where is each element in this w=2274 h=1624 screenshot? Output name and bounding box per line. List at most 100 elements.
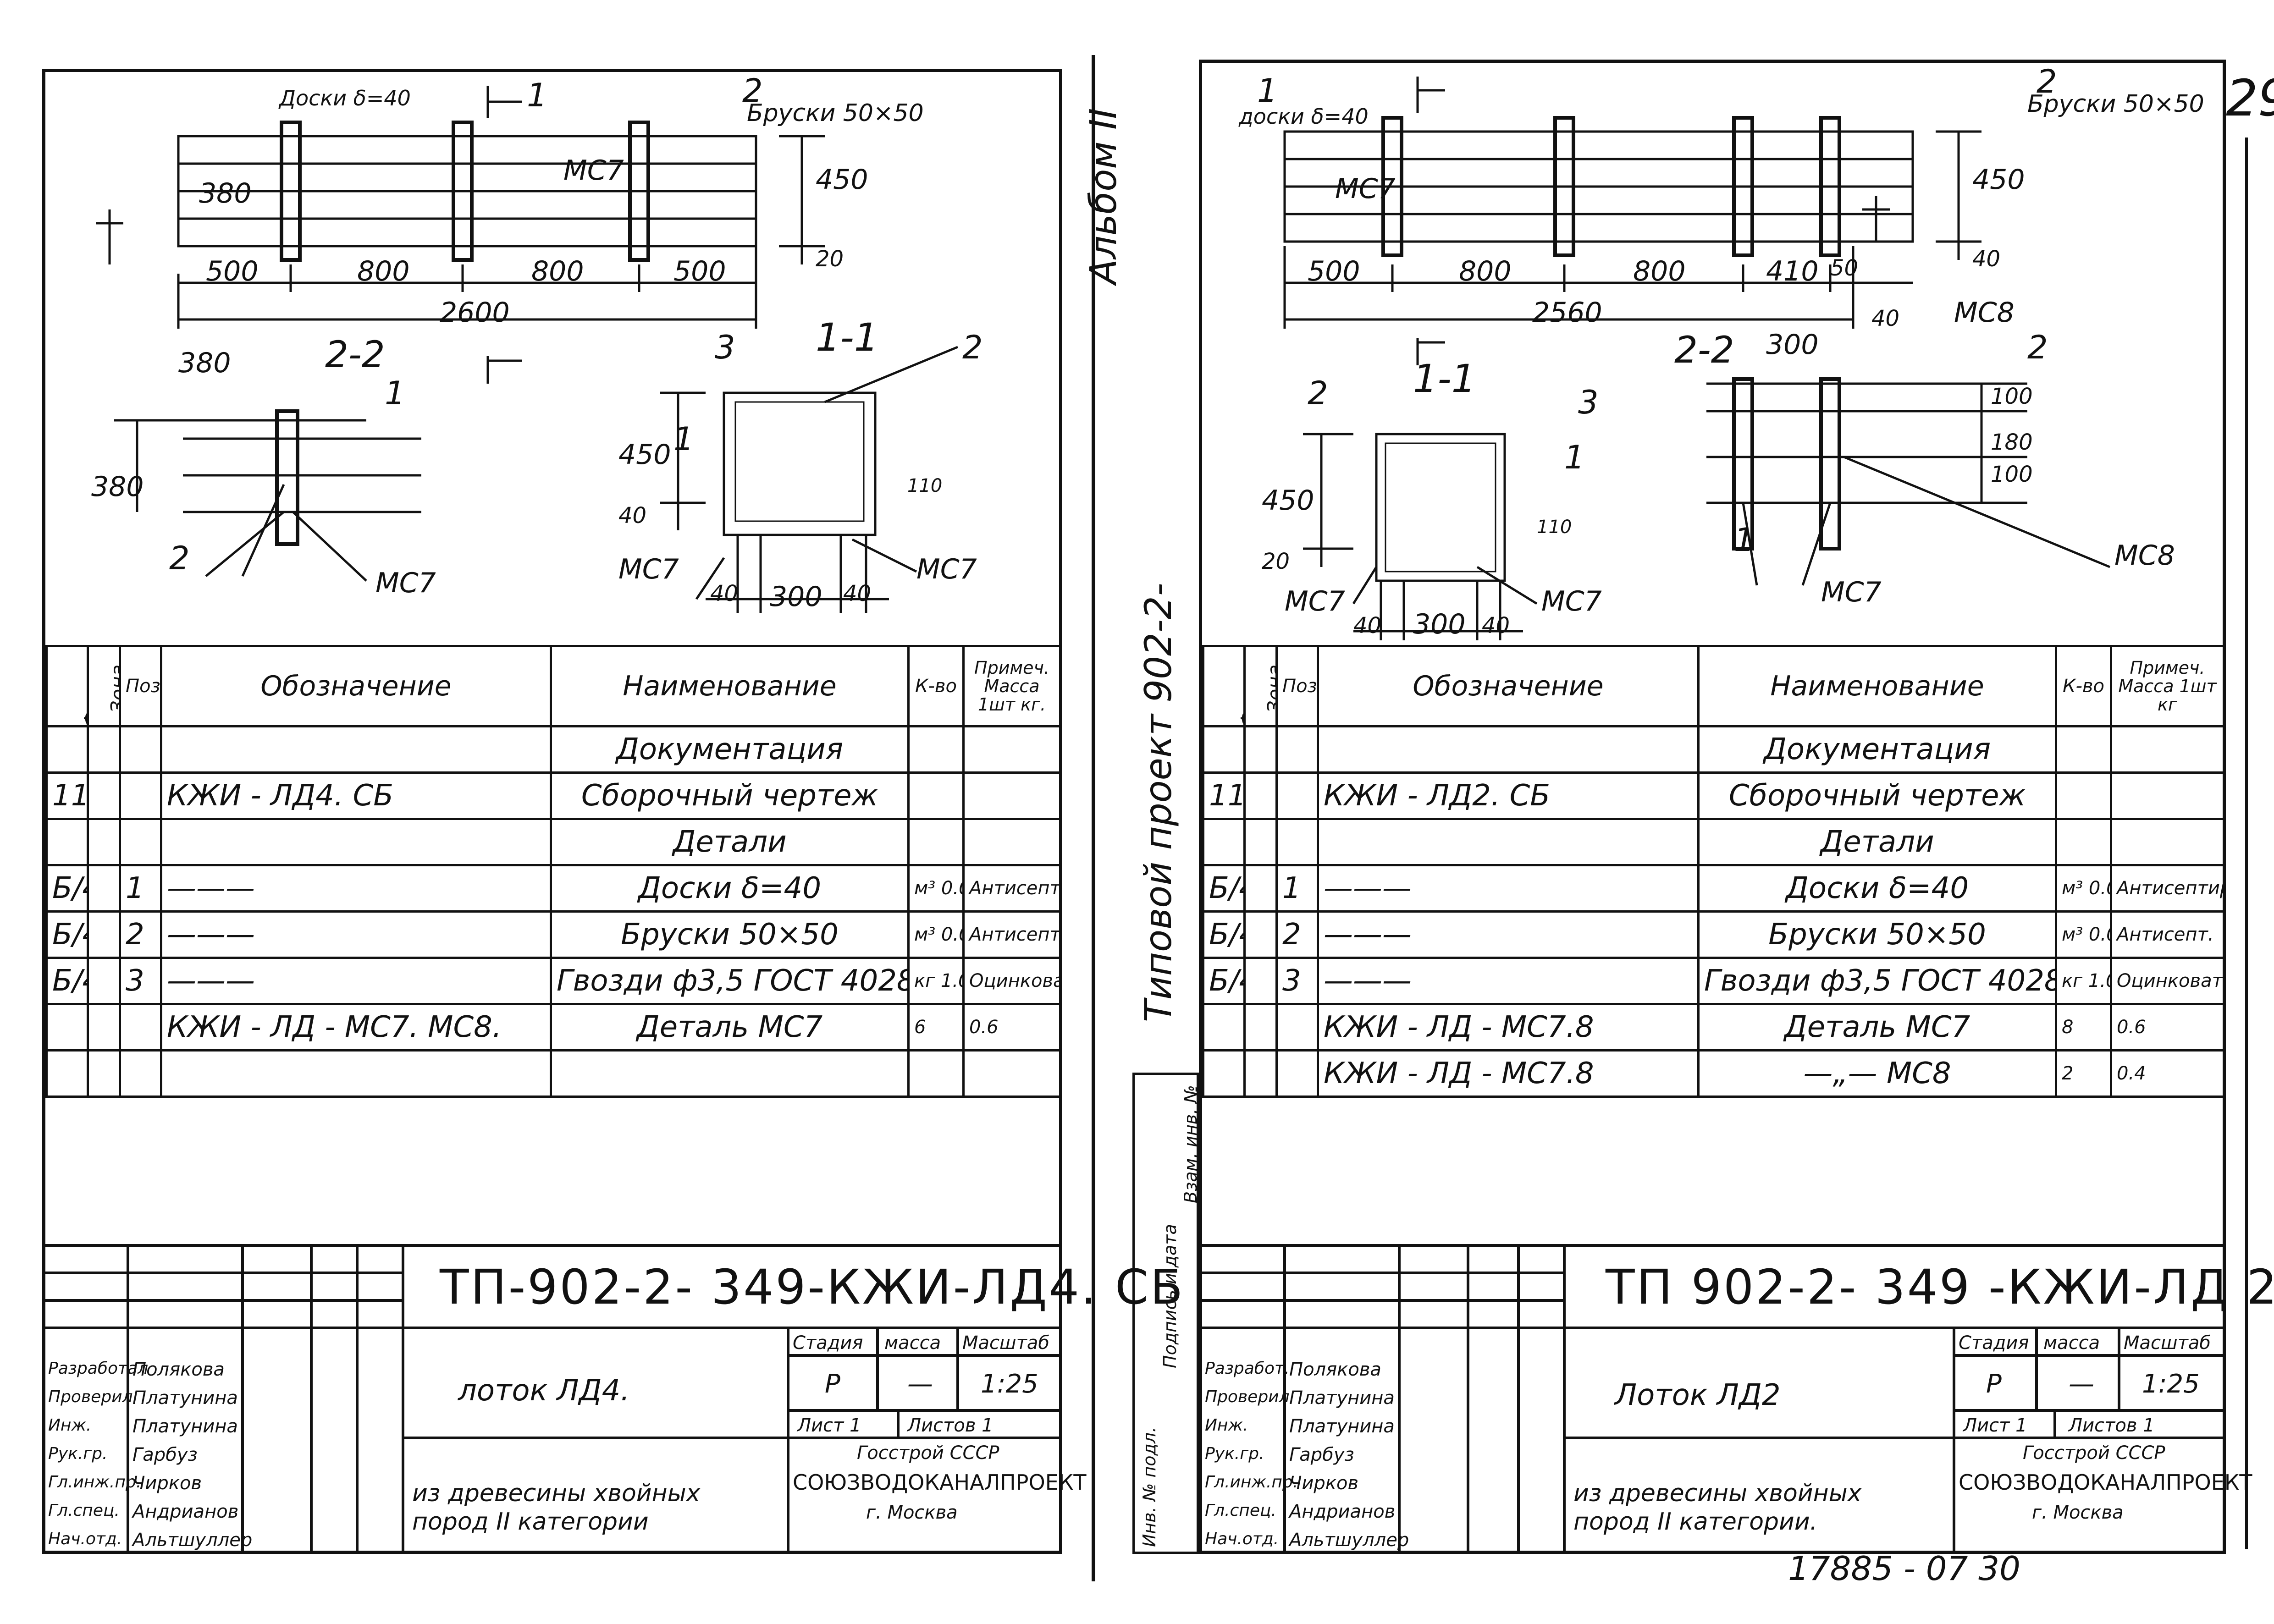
left-stage-header: Стадия: [793, 1332, 863, 1354]
spec-row: Б/43———Гвозди ф3,5 ГОСТ 4028-63, ℓ=80кг …: [1202, 957, 2225, 1005]
r-sec11-dim-110: 110: [1537, 517, 1572, 538]
stamp-strip: Инв. № подл. Подпись и дата Взам. инв. №: [1132, 1073, 1201, 1554]
spec-cell: [1243, 864, 1278, 913]
stamp-sign: Подпись и дата: [1160, 1224, 1180, 1368]
right-material: из древесины хвойных пород II категории.: [1573, 1480, 1862, 1536]
signature-row: Гл.спец.Андрианов: [1202, 1497, 1404, 1526]
sec11-title: 1-1: [816, 315, 879, 360]
plan-dim-450: 450: [816, 164, 868, 196]
r-header-pos: Поз: [1275, 645, 1319, 727]
spec-cell: [550, 1049, 910, 1098]
album-label: Альбом II: [1082, 108, 1125, 284]
spec-cell: [87, 864, 121, 913]
sec22-pos2: 2: [169, 539, 190, 577]
signature-person: Чирков: [132, 1473, 202, 1494]
signature-person: Полякова: [132, 1359, 225, 1380]
r-sec22-dim-100b: 100: [1991, 462, 2033, 487]
spec-header-row: Формат Зона Поз Обозначение Наименование…: [45, 645, 1061, 727]
r-plan-dim-5: 50: [1830, 255, 1859, 281]
sec11-dim-40: 40: [618, 503, 647, 528]
r-sec11-bot-40a: 40: [1353, 613, 1382, 639]
right-org3: г. Москва: [2032, 1502, 2124, 1523]
spec-cell: Деталь МС7: [550, 1003, 910, 1051]
spec-cell: КЖИ - ЛД - МС7.8: [1317, 1049, 1700, 1098]
spec-cell: [1275, 1003, 1319, 1051]
signature-row: Гл.инж.пр.Чирков: [45, 1469, 247, 1497]
spec-cell: [1202, 725, 1246, 774]
plan-dim-380: 380: [199, 177, 252, 209]
spec-cell: [1202, 1003, 1246, 1051]
r-sec22-dim-300: 300: [1766, 329, 1819, 361]
spec-cell: 2: [1275, 910, 1319, 959]
r-header-format: Формат: [1202, 645, 1246, 727]
spec-cell: [87, 910, 121, 959]
spec-cell: [962, 725, 1061, 774]
spec-cell: Антисепт.: [2110, 910, 2225, 959]
spec-cell: [119, 1003, 162, 1051]
spec-cell: [119, 725, 162, 774]
spec-cell: Гвозди ф3,5 ГОСТ 4028-63, ℓ=80: [1697, 957, 2057, 1005]
right-drawings: [1283, 77, 2110, 640]
r-header-zone: Зона: [1243, 645, 1278, 727]
plan-bars-label: Бруски 50×50: [747, 99, 924, 127]
spec-cell: Сборочный чертеж: [550, 771, 910, 820]
spec-cell: 11: [45, 771, 89, 820]
signature-role: Разработал: [48, 1359, 149, 1378]
spec-cell: [962, 818, 1061, 866]
right-sheet: доски δ=40 Бруски 50×50 МС7 МС8 1 2 450 …: [1199, 60, 2274, 1554]
spec-cell: [1243, 957, 1278, 1005]
signature-role: Проверил: [1205, 1387, 1290, 1406]
header-qty: К-во: [907, 645, 965, 727]
signature-row: Рук.гр.Гарбуз: [1202, 1441, 1404, 1469]
signature-role: Нач.отд.: [1205, 1530, 1279, 1548]
r-plan-dim-450: 450: [1972, 164, 2025, 196]
spec-cell: 6: [907, 1003, 965, 1051]
r-sec11-pos1: 1: [1564, 439, 1585, 476]
left-sheets-total: Листов 1: [907, 1415, 993, 1436]
left-mass: —: [907, 1369, 933, 1399]
r-plan-dim-4: 410: [1766, 255, 1819, 287]
sec11-pos3: 3: [715, 329, 735, 366]
signature-person: Платунина: [1289, 1387, 1395, 1409]
left-doc-code: ТП-902-2- 349-КЖИ-ЛД4. СБ: [440, 1259, 1185, 1315]
plan-dim-20: 20: [816, 246, 844, 272]
r-sec22-title: 2-2: [1674, 329, 1734, 371]
sec22-pos1: 1: [385, 374, 405, 412]
spec-cell: [907, 771, 965, 820]
r-sec11-mark-left: МС7: [1285, 585, 1345, 617]
spec-cell: [45, 818, 89, 866]
right-stage-header: Стадия: [1959, 1332, 2029, 1354]
spec-cell: 2: [119, 910, 162, 959]
r-header-note: Примеч. Масса 1шт кг: [2110, 645, 2225, 727]
spec-cell: [1275, 1049, 1319, 1098]
sec11-dim-110: 110: [907, 475, 943, 496]
right-mass-header: масса: [2043, 1332, 2100, 1354]
plan-dim-3: 800: [531, 255, 584, 287]
left-material: из древесины хвойных пород II категории: [412, 1480, 701, 1536]
r-plan-dim-40: 40: [1972, 246, 2001, 272]
spec-cell: [1275, 771, 1319, 820]
r-sec22-pos1: 1: [1734, 521, 1755, 559]
sec22-dim-380a: 380: [178, 347, 231, 379]
spec-cell: [1243, 1003, 1278, 1051]
right-scale: 1:25: [2142, 1369, 2200, 1399]
signature-person: Платунина: [132, 1387, 238, 1409]
spec-cell: 0.6: [2110, 1003, 2225, 1051]
header-zone: Зона: [87, 645, 121, 727]
spec-cell: 3: [119, 957, 162, 1005]
signature-role: Гл.инж.пр.: [48, 1473, 142, 1492]
page-number: 29: [2226, 69, 2274, 127]
r-plan-dim-1: 500: [1308, 255, 1360, 287]
sec11-bot-40b: 40: [843, 581, 872, 606]
plan-pos2: 2: [742, 72, 763, 110]
spec-cell: Сборочный чертеж: [1697, 771, 2057, 820]
spec-cell: Оцинковать: [2110, 957, 2225, 1005]
spec-cell: Гвозди ф3,5 ГОСТ 4028-63, ℓ=80: [550, 957, 910, 1005]
spec-cell: Документация: [550, 725, 910, 774]
signature-role: Инж.: [1205, 1416, 1248, 1435]
spec-cell: 1: [119, 864, 162, 913]
